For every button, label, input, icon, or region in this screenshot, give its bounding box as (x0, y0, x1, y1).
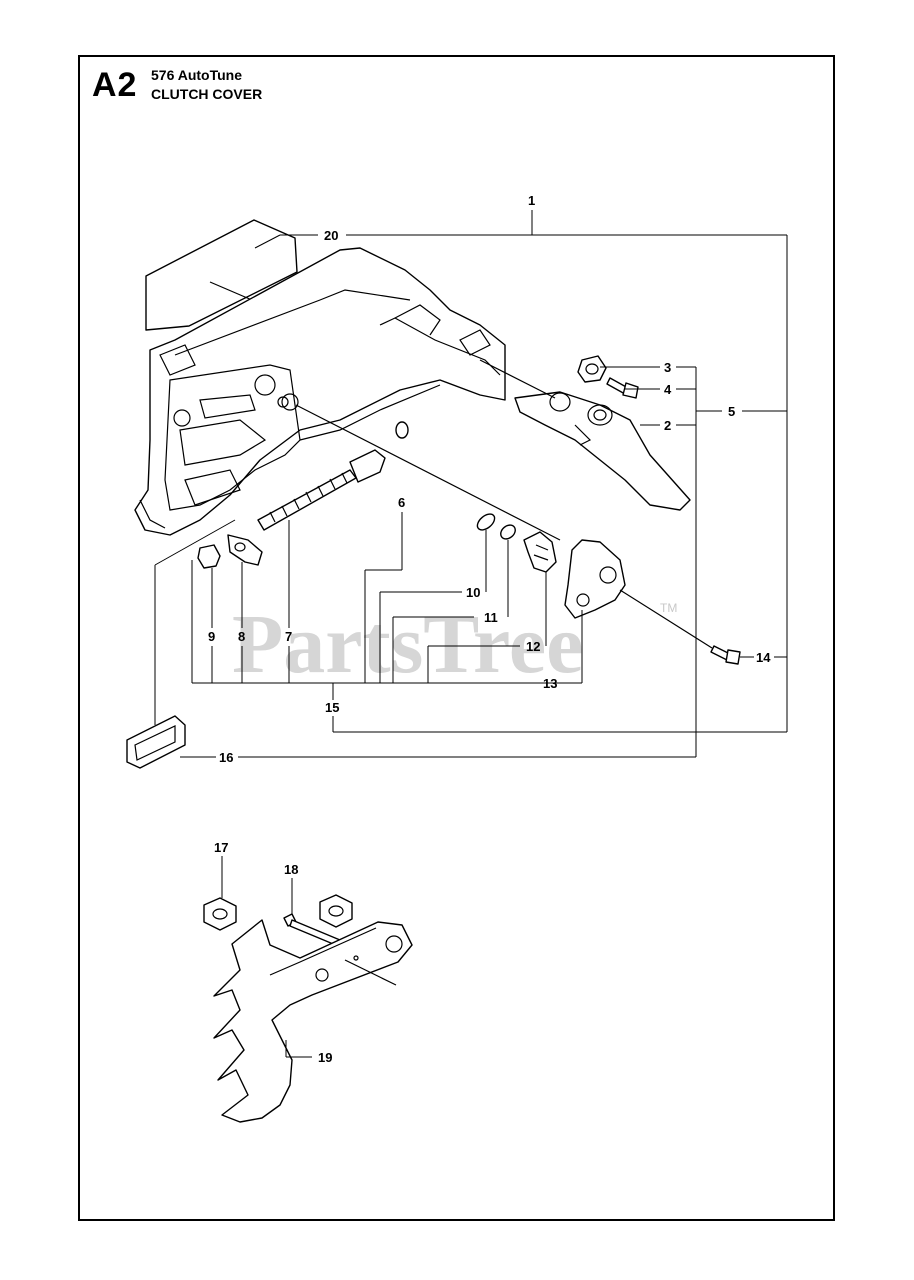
part-11-washer[interactable] (498, 522, 518, 541)
callout-8: 8 (238, 629, 245, 644)
callout-numbers: 1 20 3 4 5 2 6 10 11 9 8 7 12 14 13 15 1… (208, 193, 771, 1065)
callout-13: 13 (543, 676, 557, 691)
part-10-o-ring[interactable] (474, 511, 497, 533)
section-title: CLUTCH COVER (151, 86, 263, 102)
callout-14: 14 (756, 650, 771, 665)
watermark-text: PartsTree (232, 598, 583, 691)
callout-11: 11 (484, 610, 498, 625)
callout-18: 18 (284, 862, 298, 877)
part-7-tensioner-screw[interactable] (257, 449, 386, 531)
part-16-bushing[interactable] (126, 715, 186, 769)
page-frame (78, 55, 835, 1221)
callout-20: 20 (324, 228, 338, 243)
callout-2: 2 (664, 418, 671, 433)
callout-1: 1 (528, 193, 535, 208)
callout-15: 15 (325, 700, 339, 715)
callout-4: 4 (664, 382, 672, 397)
watermark-trademark: TM (660, 601, 677, 615)
part-9-sleeve[interactable] (197, 544, 221, 569)
callout-5: 5 (728, 404, 735, 419)
diagram-code: A2 (92, 66, 138, 104)
callout-10: 10 (466, 585, 480, 600)
callout-7: 7 (285, 629, 292, 644)
callout-3: 3 (664, 360, 671, 375)
part-2-bracket[interactable] (479, 359, 691, 511)
part-4-screw[interactable] (606, 377, 639, 399)
part-14-screw[interactable] (619, 589, 741, 665)
callout-9: 9 (208, 629, 215, 644)
part-12-gear[interactable] (523, 531, 557, 573)
leader-lines (154, 210, 788, 1058)
part-6-washer[interactable] (395, 421, 409, 439)
callout-17: 17 (214, 840, 228, 855)
part-1-clutch-cover[interactable] (134, 247, 561, 541)
part-8-adjuster-nut[interactable] (227, 534, 263, 566)
part-17-nut[interactable] (203, 897, 237, 931)
model-name: 576 AutoTune (151, 67, 243, 83)
part-17b-nut[interactable] (319, 894, 353, 928)
part-3-nut[interactable] (577, 355, 607, 383)
callout-6: 6 (398, 495, 405, 510)
callout-16: 16 (219, 750, 233, 765)
part-20-decal[interactable] (145, 219, 298, 331)
callout-19: 19 (318, 1050, 332, 1065)
part-13-cover-plate[interactable] (564, 539, 626, 619)
part-19-bumper-spike[interactable] (213, 919, 413, 1123)
callout-12: 12 (526, 639, 540, 654)
